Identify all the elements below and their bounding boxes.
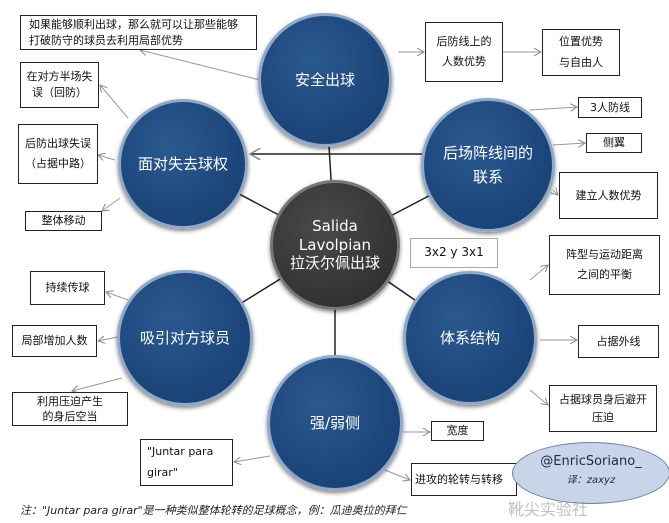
node-label: 吸引对方球员 (139, 329, 230, 347)
box-juntar: "Juntar para girar" (140, 439, 233, 486)
box-space: 利用压迫产生的身后空当 (12, 392, 128, 426)
arrows (72, 50, 585, 480)
box-rotation: 进攻的轮转与转移 (411, 463, 517, 496)
box-behind: 占据球员身后避开压迫 (549, 385, 657, 432)
node-safe-buildup: 安全出球 (258, 13, 392, 147)
box-text: 后防出球失误 (25, 137, 91, 151)
center-label: 拉沃尔佩出球 (289, 254, 380, 273)
footnote: 注："Juntar para girar"是一种类似整体轮转的足球概念，例：瓜迪… (20, 504, 407, 517)
node-backline-link: 后场阵线间的联系 (421, 98, 555, 232)
box-build-numbers: 建立人数优势 (559, 172, 658, 219)
box-width: 宽度 (431, 421, 484, 441)
node-label: 体系结构 (439, 329, 500, 347)
box-outside: 占据外线 (578, 325, 659, 358)
credit-translator: 译：zaxyz (566, 475, 616, 487)
credit-ellipse: @EnricSoriano_ 译：zaxyz (512, 442, 669, 504)
box-move: 整体移动 (25, 211, 102, 231)
box-ratio: 3x2 y 3x1 (410, 238, 498, 268)
box-local-advantage: 如果能够顺利出球，那么就可以让那些能够打破防守的球员去利用局部优势 (20, 15, 257, 50)
center-label: Lavolpian (298, 235, 372, 254)
node-label: 后场阵线间的 (442, 144, 533, 162)
node-label: 联系 (472, 168, 503, 186)
node-losing-possession: 面对失去球权 (118, 99, 248, 229)
watermark: 靴尖实验社 (508, 500, 589, 519)
box-back-error: 后防出球失误 （占据中路） (18, 124, 98, 184)
node-label: 强/弱侧 (309, 414, 361, 432)
node-strong-weak-side: 强/弱侧 (267, 355, 403, 491)
box-back-numbers: 后防线上的人数优势 (425, 22, 503, 82)
box-position: 位置优势与自由人 (542, 29, 620, 76)
box-pass: 持续传球 (30, 271, 105, 305)
center-label: Salida (312, 216, 358, 235)
box-wing: 侧翼 (586, 133, 642, 153)
node-label: 面对失去球权 (137, 155, 228, 173)
node-system-structure: 体系结构 (403, 271, 537, 405)
box-text: （占据中路） (25, 157, 91, 170)
box-balance: 阵型与运动距离之间的平衡 (549, 235, 660, 295)
box-opp-half-error: 在对方半场失误（回防） (20, 62, 99, 108)
node-attract-opponents: 吸引对方球员 (117, 270, 253, 406)
box-three-line: 3人防线 (578, 97, 642, 118)
credit-handle: @EnricSoriano_ (540, 454, 642, 469)
box-local-increase: 局部增加人数 (12, 325, 97, 357)
node-label: 安全出球 (294, 71, 355, 89)
